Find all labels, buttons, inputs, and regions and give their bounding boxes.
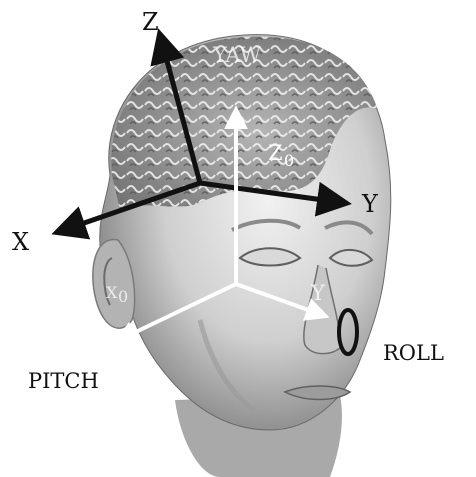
y0-label: Y: [310, 281, 326, 305]
z-axis-label: Z: [142, 8, 159, 36]
y-axis-label: Y: [361, 190, 379, 218]
z0-subscript: 0: [284, 151, 294, 170]
x-axis-label: X: [12, 228, 29, 256]
x0-label: X: [106, 283, 118, 302]
roll-label: ROLL: [383, 341, 444, 365]
head: [93, 35, 391, 477]
yaw-label: YAW: [212, 43, 262, 67]
x0-subscript: 0: [118, 287, 128, 306]
pitch-label: PITCH: [28, 369, 99, 393]
z0-label: Z: [268, 141, 283, 165]
